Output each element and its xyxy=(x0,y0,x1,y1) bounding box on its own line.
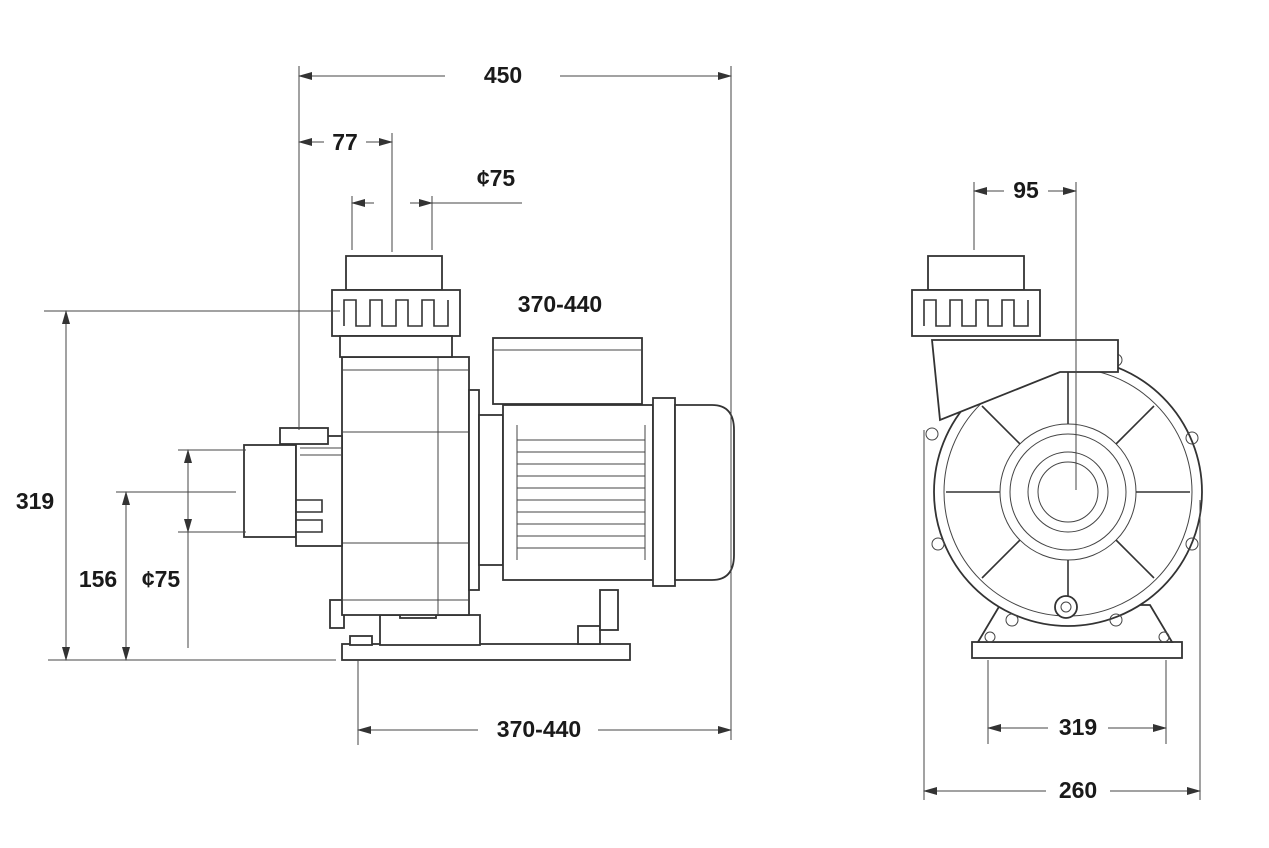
dim-base-length: 370-440 xyxy=(357,716,732,742)
drain-plug xyxy=(1054,595,1078,619)
dim-side-port: ¢75 xyxy=(142,449,192,648)
dim-319-width: 319 xyxy=(987,714,1167,740)
dim-77: 77 xyxy=(298,129,393,155)
dim-inlet-port-label: ¢75 xyxy=(142,566,181,592)
dim-motor-range-label: 370-440 xyxy=(518,291,602,317)
pump-housing xyxy=(341,356,504,616)
dim-inlet-offset-label: 77 xyxy=(332,129,358,155)
side-view: 450 77 ¢75 370-440 319 156 xyxy=(14,62,735,745)
dim-overall-length-label: 450 xyxy=(484,62,522,88)
volute xyxy=(925,353,1203,627)
dim-total-height-label: 319 xyxy=(16,488,54,514)
front-view: 95 319 260 xyxy=(911,177,1203,803)
dim-450: 450 xyxy=(298,62,732,88)
front-outlet-coupling xyxy=(911,255,1119,422)
dim-outlet-offset-label: 95 xyxy=(1013,177,1039,203)
fan-cover xyxy=(674,404,735,581)
terminal-box xyxy=(492,337,643,405)
dim-base-length-label: 370-440 xyxy=(497,716,581,742)
dim-156: 156 xyxy=(79,491,130,661)
dim-inlet-height-label: 156 xyxy=(79,566,117,592)
motor-fins xyxy=(516,425,646,560)
dim-95: 95 xyxy=(973,177,1077,203)
motor xyxy=(492,337,735,587)
dim-top-port-label: ¢75 xyxy=(477,165,516,191)
side-inlet-coupling xyxy=(243,427,343,547)
dim-base-bolt-spacing-label: 319 xyxy=(1059,714,1097,740)
dim-top-port: ¢75 xyxy=(351,165,516,207)
top-outlet-coupling xyxy=(331,255,461,358)
dim-overall-width-label: 260 xyxy=(1059,777,1097,803)
dim-319-height: 319 xyxy=(14,310,70,661)
side-extension-lines xyxy=(44,66,732,745)
dim-260: 260 xyxy=(923,777,1201,803)
